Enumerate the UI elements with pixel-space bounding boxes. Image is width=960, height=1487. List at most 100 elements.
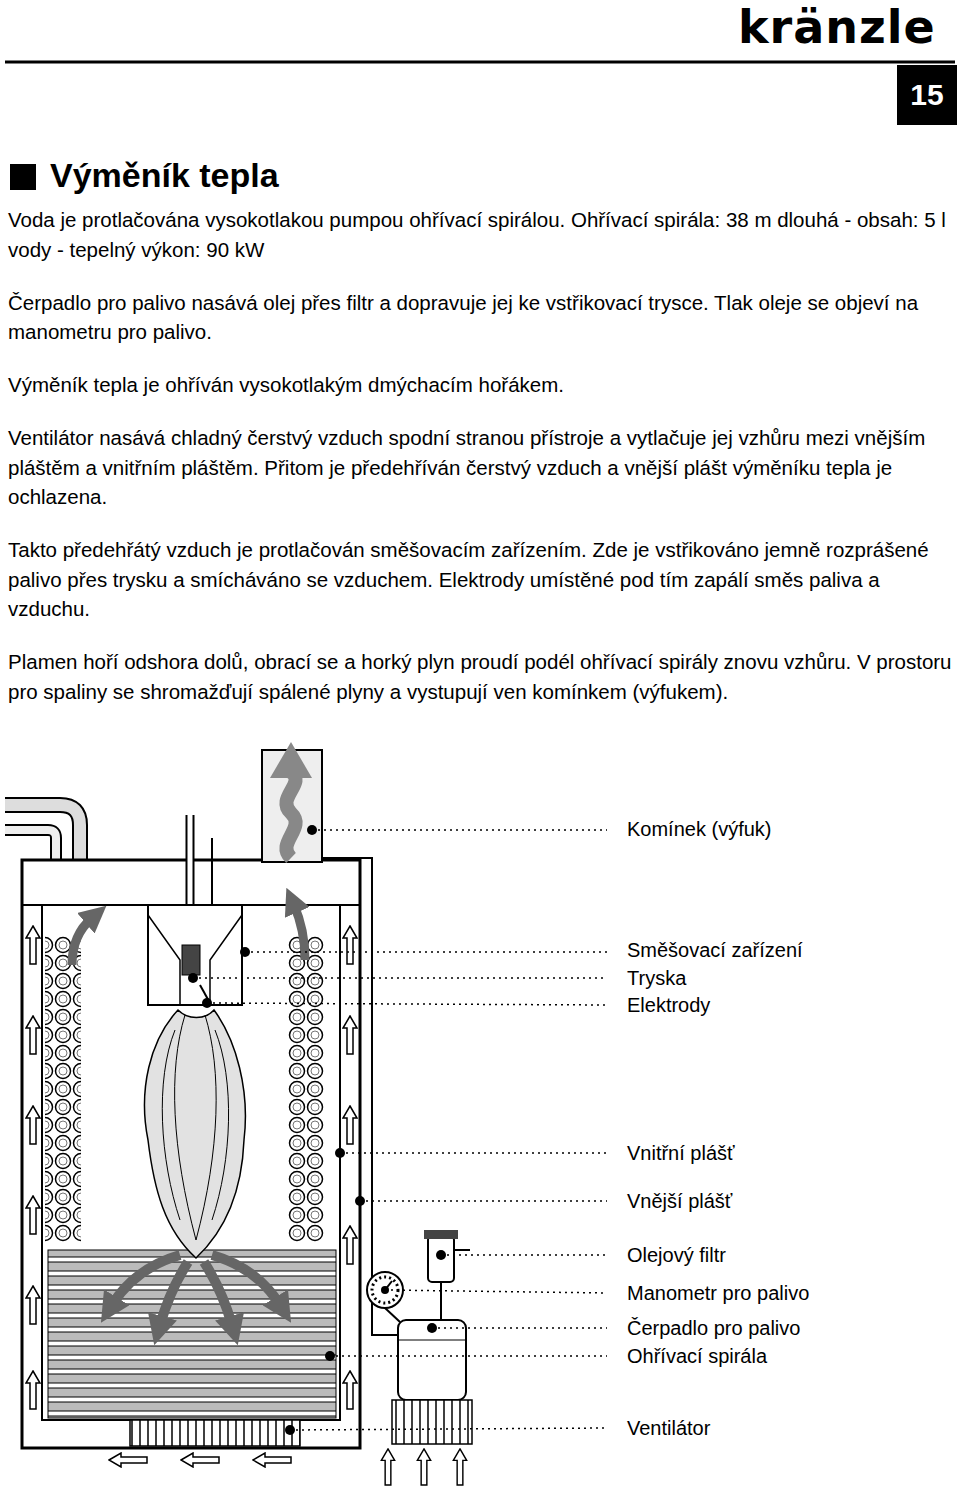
page-number: 15	[910, 78, 943, 112]
leader-lines	[330, 1355, 607, 1357]
leader-lines	[360, 1200, 607, 1202]
leader-dots	[188, 973, 198, 983]
air-arrows	[343, 1226, 357, 1264]
air-arrows	[343, 1371, 357, 1409]
flue-arrows	[212, 1255, 280, 1305]
header-rule	[5, 62, 955, 63]
part-label: Olejový filtr	[625, 1242, 728, 1268]
part-label: Elektrody	[625, 992, 712, 1018]
leader-dots	[355, 1196, 365, 1206]
mixing-device	[182, 945, 200, 975]
heating-coil	[288, 936, 324, 1242]
gas-arrows	[72, 905, 305, 965]
body-paragraph: Plamen hoří odshora dolů, obrací se a ho…	[8, 647, 952, 706]
flue-arrows	[160, 1262, 188, 1325]
fan	[253, 1453, 291, 1467]
chimney	[286, 772, 295, 858]
leader-lines	[193, 830, 607, 1430]
fan	[130, 1420, 300, 1446]
inlet-pipes	[5, 805, 80, 866]
leader-dots	[335, 1148, 345, 1158]
flame	[145, 1010, 246, 1258]
air-arrows	[343, 1016, 357, 1054]
mixing-device	[148, 815, 242, 1005]
leader-lines	[193, 977, 607, 979]
part-label: Ohřívací spirála	[625, 1343, 769, 1369]
part-label: Manometr pro palivo	[625, 1280, 811, 1306]
outer-housing	[22, 860, 360, 1448]
fuel-pump-assembly	[440, 1282, 442, 1320]
flue-arrows	[112, 1255, 280, 1325]
flame	[162, 1015, 228, 1240]
outer-housing	[42, 905, 340, 1420]
air-arrows	[26, 926, 40, 964]
leader-dots	[427, 1323, 437, 1333]
leader-lines	[290, 1428, 607, 1430]
leader-dots	[325, 1351, 335, 1361]
part-label: Ventilátor	[625, 1415, 712, 1441]
title-bullet	[10, 164, 36, 190]
fuel-pump-assembly	[454, 1249, 470, 1251]
leader-dots	[381, 1286, 389, 1294]
fuel-pump-assembly	[392, 1400, 472, 1444]
leader-dots	[188, 825, 446, 1435]
leader-lines	[207, 1003, 607, 1005]
inlet-pipes	[5, 805, 80, 866]
body-paragraph: Ventilátor nasává chladný čerstvý vzduch…	[8, 423, 952, 512]
leader-dots	[202, 998, 212, 1008]
outer-housing	[22, 860, 360, 1448]
leader-lines	[432, 1327, 607, 1329]
part-label: Tryska	[625, 965, 688, 991]
heating-coil	[45, 936, 336, 1418]
part-label: Vnitřní plášť	[625, 1140, 737, 1166]
air-arrows	[343, 926, 357, 964]
gas-arrows	[72, 918, 92, 965]
part-label: Čerpadlo pro palivo	[625, 1315, 802, 1341]
body-paragraph: Výměník tepla je ohříván vysokotlakým dm…	[8, 370, 952, 400]
mixing-device	[148, 915, 242, 1005]
fuel-pump-assembly	[428, 1236, 454, 1282]
part-label: Vnější plášť	[625, 1188, 734, 1214]
leader-dots	[307, 825, 317, 835]
body-paragraph: Voda je protlačována vysokotlakou pumpou…	[8, 205, 952, 264]
part-label: Směšovací zařízení	[625, 937, 805, 963]
air-arrows	[26, 1016, 40, 1054]
fan	[453, 1449, 466, 1485]
leader-lines	[340, 1152, 607, 1154]
fan	[417, 1449, 430, 1485]
fuel-pump-assembly	[372, 1277, 398, 1303]
air-arrows	[26, 1196, 40, 1234]
air-arrows	[26, 1371, 40, 1409]
heating-coil	[48, 1250, 336, 1418]
flue-arrows	[204, 1262, 232, 1325]
fuel-pump-assembly	[398, 1320, 466, 1400]
title-bullet	[10, 164, 36, 190]
air-arrows	[26, 1106, 40, 1144]
part-label: Komínek (výfuk)	[625, 816, 773, 842]
leader-dots	[285, 1425, 295, 1435]
body-paragraph: Takto předehřátý vzduch je protlačován s…	[8, 535, 952, 624]
air-arrows	[343, 1106, 357, 1144]
chimney	[262, 742, 322, 862]
page-title: Výměník tepla	[50, 156, 279, 195]
page-number-box: 15	[897, 65, 957, 125]
body-paragraph: Čerpadlo pro palivo nasává olej přes fil…	[8, 288, 952, 347]
leader-lines	[245, 951, 607, 953]
mixing-device	[148, 905, 242, 1005]
leader-lines	[312, 829, 607, 831]
chimney	[270, 742, 312, 778]
air-arrows	[26, 1286, 40, 1324]
fuel-pump-assembly	[385, 1308, 400, 1322]
flame	[145, 1010, 246, 1258]
mixing-device	[211, 838, 213, 905]
fuel-pump-assembly	[367, 1230, 472, 1444]
leader-lines	[441, 1254, 607, 1256]
fuel-pump-assembly	[424, 1230, 458, 1239]
leader-lines	[385, 1290, 607, 1293]
fuel-pump-assembly	[398, 1340, 466, 1341]
fan	[381, 1449, 394, 1485]
fan	[181, 1453, 219, 1467]
header-rule	[5, 61, 955, 64]
heating-coil	[45, 936, 81, 1242]
